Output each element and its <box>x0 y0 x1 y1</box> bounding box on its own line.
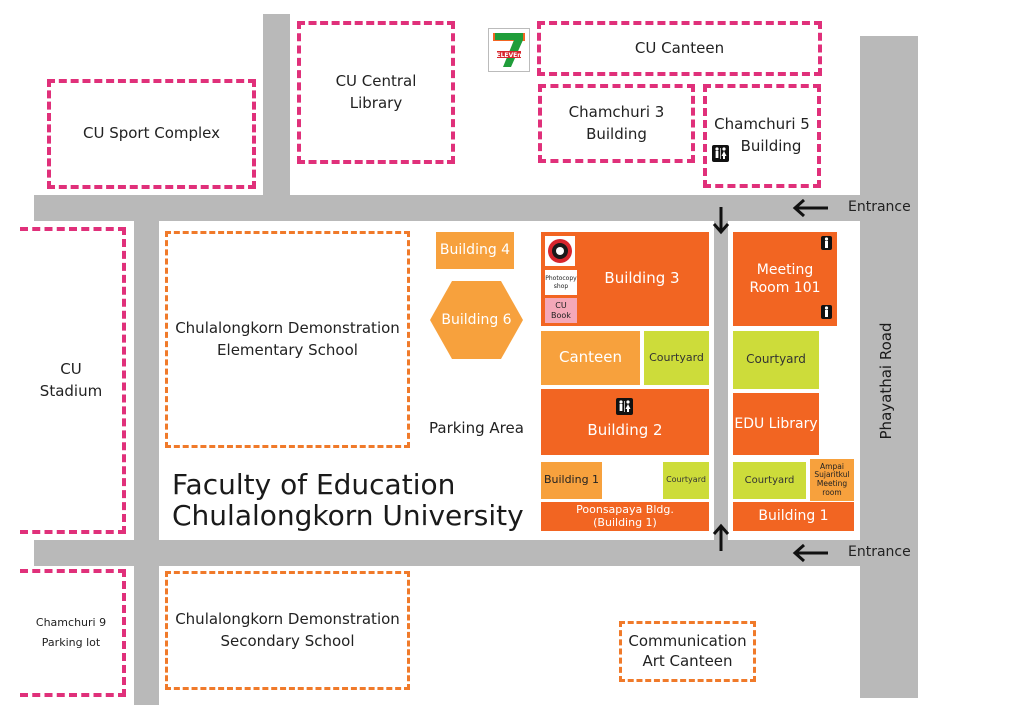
road-bottom <box>34 540 918 566</box>
building-6[interactable]: Building 6 <box>430 281 523 359</box>
courtyard-a[interactable]: Courtyard <box>644 331 709 385</box>
courtyard-c[interactable]: Courtyard <box>733 331 819 389</box>
meeting-room-101[interactable]: Meeting Room 101 <box>733 232 837 326</box>
chamchuri-9-parking-lot[interactable]: Chamchuri 9 Parking lot <box>20 569 126 697</box>
meeting-label-2: Room 101 <box>749 280 821 296</box>
cu-central-library[interactable]: CU Central Library <box>297 21 455 164</box>
phayathai-road-label: Phayathai Road <box>877 322 895 440</box>
svg-text:ELEVEn: ELEVEn <box>496 52 521 59</box>
courtyard-b-label: Courtyard <box>666 475 706 485</box>
stadium-label-2: Stadium <box>39 381 103 400</box>
library-label-1: CU Central <box>335 71 417 90</box>
cu-book-label-2: Book <box>551 310 571 320</box>
building-6-label: Building 6 <box>441 311 512 328</box>
restroom-icon <box>821 305 832 319</box>
parking9-label-1: Chamchuri 9 <box>35 616 107 630</box>
courtyard-d[interactable]: Courtyard <box>733 462 806 499</box>
building-1-small[interactable]: Building 1 <box>541 462 602 499</box>
title-line-2: Chulalongkorn University <box>172 499 524 533</box>
parking9-label-2: Parking lot <box>41 636 101 649</box>
road-left-vertical <box>134 221 159 705</box>
entrance-top-label: Entrance <box>848 199 911 215</box>
elementary-label-2: Elementary School <box>217 340 358 359</box>
coffee-shop-logo[interactable] <box>545 236 575 266</box>
building-4-label: Building 4 <box>439 242 511 259</box>
phayathai-road-label-wrap: Phayathai Road <box>875 321 897 441</box>
demonstration-secondary-school[interactable]: Chulalongkorn Demonstration Secondary Sc… <box>165 571 410 690</box>
building-1-right-label: Building 1 <box>758 508 829 525</box>
hexagon-shape <box>430 281 523 359</box>
ampai-label-4: room <box>822 487 842 497</box>
comm-canteen-label-2: Art Canteen <box>642 651 733 670</box>
demonstration-elementary-school[interactable]: Chulalongkorn Demonstration Elementary S… <box>165 231 410 448</box>
ampai-label-1: Ampai <box>820 461 844 471</box>
page-title: Faculty of Education Chulalongkorn Unive… <box>172 469 542 532</box>
communication-art-canteen[interactable]: Communication Art Canteen <box>619 621 756 682</box>
cu-book-shop[interactable]: CU Book <box>545 298 577 323</box>
chamchuri5-label-1: Chamchuri 5 <box>714 115 810 134</box>
parking-area-label: Parking Area <box>429 419 524 437</box>
comm-canteen-label-1: Communication <box>628 632 747 650</box>
ampai-label-2: Sujaritkul <box>814 470 850 480</box>
chamchuri3-label-1: Chamchuri 3 <box>568 102 665 121</box>
building-2-label: Building 2 <box>587 421 663 440</box>
coffee-icon <box>548 239 572 263</box>
chamchuri-5-building[interactable]: Chamchuri 5 Building <box>703 84 821 188</box>
edu-library-label: EDU Library <box>734 415 818 432</box>
building-1-small-label: Building 1 <box>543 473 600 487</box>
cu-canteen-label: CU Canteen <box>634 38 725 57</box>
poonsapaya-label-2: (Building 1) <box>593 515 657 529</box>
chamchuri3-label-2: Building <box>586 124 647 143</box>
photocopy-shop[interactable]: Photocopy shop <box>545 270 577 295</box>
arrow-icon <box>792 198 828 218</box>
restroom-icon <box>712 145 729 162</box>
road-top <box>34 195 918 221</box>
photocopy-label: Photocopy shop <box>545 275 577 290</box>
courtyard-c-label: Courtyard <box>746 352 806 367</box>
building-3-label: Building 3 <box>604 269 680 288</box>
chamchuri5-label-2: Building <box>740 137 802 155</box>
cu-stadium[interactable]: CU Stadium <box>20 227 126 534</box>
canteen[interactable]: Canteen <box>541 331 640 385</box>
cu-sport-complex-label: CU Sport Complex <box>82 124 221 143</box>
edu-library[interactable]: EDU Library <box>733 393 819 455</box>
entrance-bottom-label: Entrance <box>848 544 911 560</box>
secondary-label-2: Secondary School <box>220 631 355 650</box>
meeting-label-1: Meeting <box>756 261 814 278</box>
courtyard-d-label: Courtyard <box>744 475 795 486</box>
title-line-1: Faculty of Education <box>172 468 456 501</box>
arrow-icon <box>712 523 730 551</box>
restroom-icon <box>616 398 633 415</box>
arrow-icon <box>712 207 730 235</box>
cu-sport-complex[interactable]: CU Sport Complex <box>47 79 256 189</box>
building-1-right[interactable]: Building 1 <box>733 502 854 531</box>
7-eleven-logo[interactable]: ELEVEn <box>488 28 530 72</box>
courtyard-a-label: Courtyard <box>649 350 704 364</box>
arrow-icon <box>792 543 828 563</box>
secondary-label-1: Chulalongkorn Demonstration <box>175 609 400 628</box>
courtyard-b[interactable]: Courtyard <box>663 462 709 499</box>
stadium-label-1: CU <box>60 359 82 378</box>
restroom-icon <box>821 236 832 250</box>
canteen-label: Canteen <box>558 348 623 367</box>
phayathai-road <box>860 36 918 698</box>
poonsapaya-label-1: Poonsapaya Bldg. <box>576 502 674 516</box>
inner-lane <box>714 221 728 540</box>
cu-book-label-1: CU <box>555 300 567 310</box>
road-library-vertical <box>263 14 290 195</box>
building-4[interactable]: Building 4 <box>436 232 514 269</box>
7-eleven-icon: ELEVEn <box>493 33 525 67</box>
library-label-2: Library <box>349 93 403 112</box>
chamchuri-3-building[interactable]: Chamchuri 3 Building <box>538 84 695 163</box>
cu-canteen[interactable]: CU Canteen <box>537 21 822 76</box>
poonsapaya-building[interactable]: Poonsapaya Bldg. (Building 1) <box>541 502 709 531</box>
ampai-sujaritkul-meeting-room[interactable]: Ampai Sujaritkul Meeting room <box>810 459 854 501</box>
elementary-label-1: Chulalongkorn Demonstration <box>175 318 400 337</box>
ampai-label-3: Meeting <box>816 479 848 488</box>
